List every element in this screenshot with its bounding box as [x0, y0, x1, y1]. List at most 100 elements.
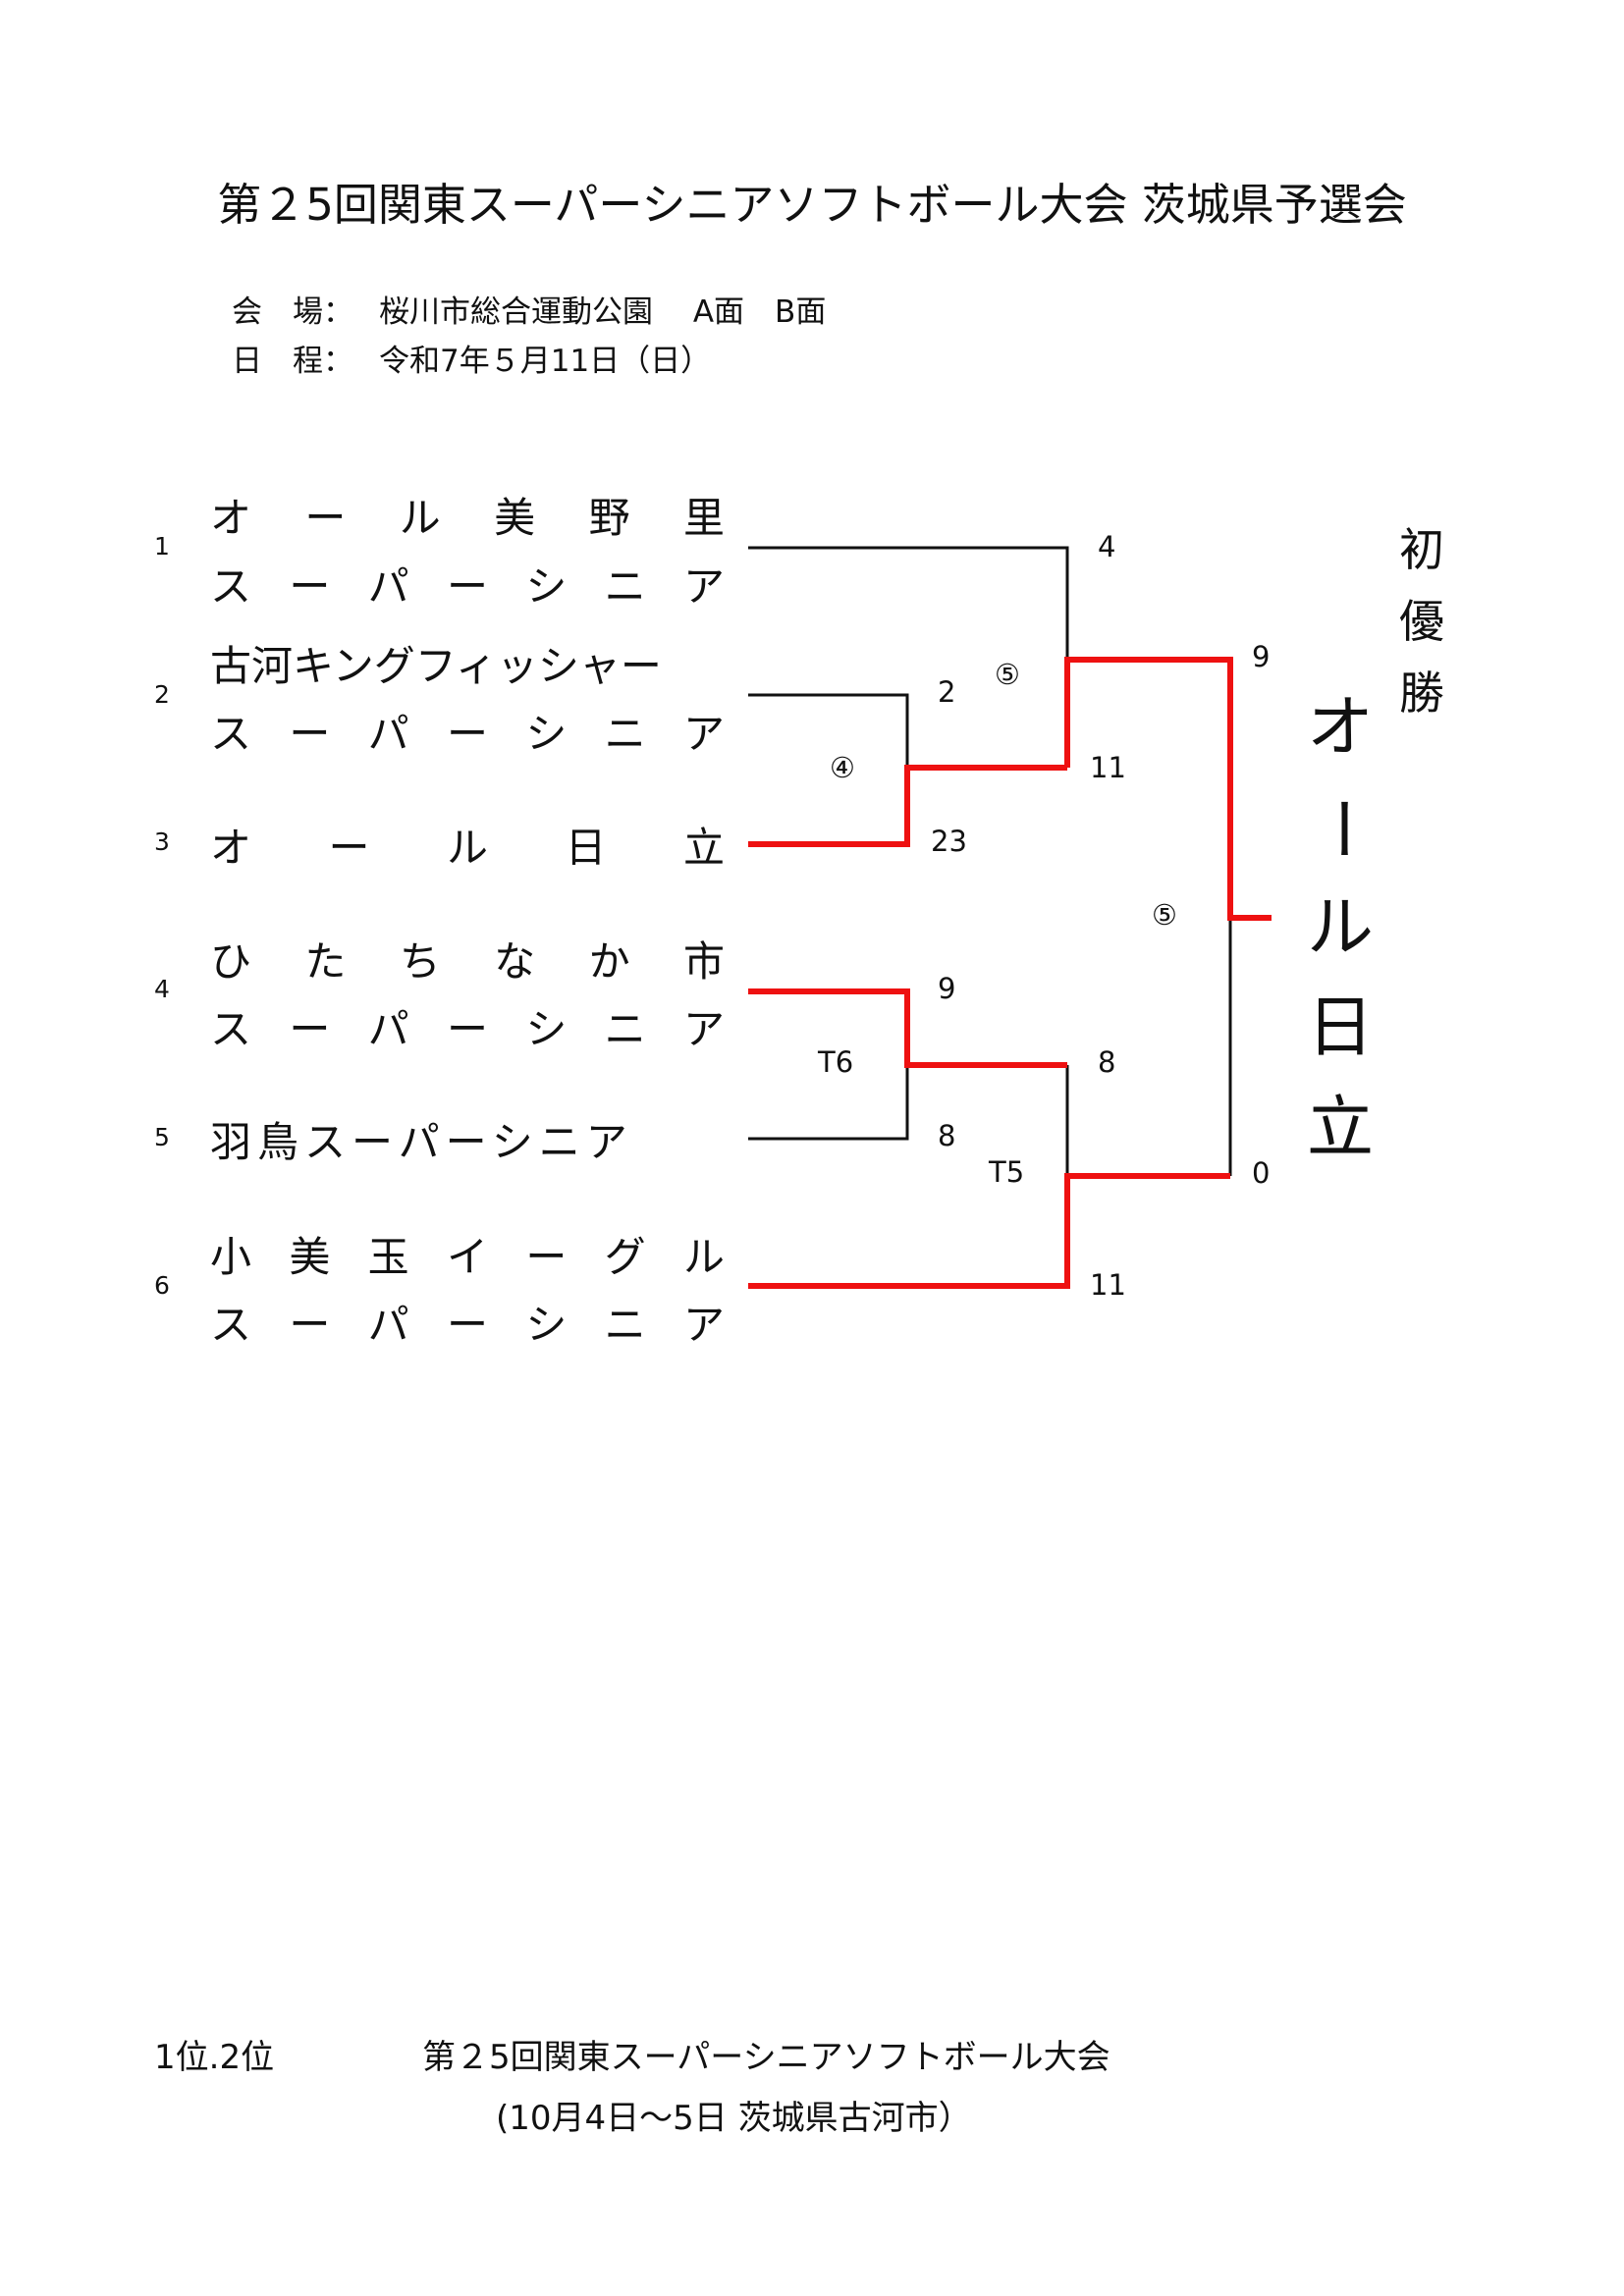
team-6-char: 玉 [367, 1233, 409, 1281]
win-sf-top [1064, 657, 1272, 921]
team-2-line2: ス ー パ ー シ ニ ア [210, 701, 725, 761]
champion-name-char: 立 [1306, 1090, 1374, 1167]
win-team4 [748, 988, 1067, 1068]
champion-label-char: 初 [1399, 523, 1444, 576]
team-6-char: 美 [289, 1233, 331, 1281]
team-1-char: 里 [682, 494, 725, 542]
field-mark-r1-bottom: T6 [818, 1045, 854, 1079]
footer-detail: (10月4日～5日 茨城県古河市） [496, 2099, 972, 2138]
team-4-char: た [304, 937, 347, 986]
seed-6: 6 [154, 1271, 170, 1300]
team-3-char: 日 [565, 824, 607, 872]
team-4-char: シ [525, 1005, 568, 1053]
team-6-char: 小 [210, 1233, 252, 1281]
team-3-line1: オ ー ル 日 立 [210, 815, 725, 875]
team-6-char: グ [604, 1233, 646, 1281]
page-title: 第２5回関東スーパーシニアソフトボール大会 茨城県予選会 [217, 179, 1407, 231]
team-3-char: 立 [682, 824, 725, 872]
team-6-char: ル [682, 1233, 725, 1281]
schedule-value: 令和7年５月11日（日） [379, 344, 712, 379]
team-4-char: ス [210, 1005, 252, 1053]
team-6-line2: ス ー パ ー シ ニ ア [210, 1292, 725, 1352]
champion-name-char: 日 [1306, 989, 1374, 1067]
team-2-char: ー [446, 710, 488, 758]
team-2-char: ス [210, 710, 252, 758]
team-6-char: パ [367, 1301, 409, 1349]
team-6-char: イ [446, 1233, 488, 1281]
champion-label-char: 勝 [1399, 667, 1444, 720]
score-team3: 23 [931, 825, 967, 858]
score-team2: 2 [938, 675, 956, 709]
team-1-char: ー [289, 562, 331, 611]
team-1-char: ー [446, 562, 488, 611]
seed-1: 1 [154, 532, 170, 561]
team-3-char: ル [446, 824, 488, 872]
seed-2: 2 [154, 680, 170, 709]
team-1-char: ア [682, 562, 725, 611]
team-5-name: 羽鳥スーパーシニア [210, 1118, 633, 1166]
schedule-label: 日 程： [232, 344, 353, 379]
score-team5: 8 [938, 1119, 956, 1152]
team-6-char: ー [446, 1301, 488, 1349]
score-final-bottom: 0 [1252, 1156, 1271, 1190]
bracket-lines-normal [748, 546, 1232, 1176]
venue-label: 会 場： [232, 294, 353, 330]
team-3-char: ー [328, 824, 370, 872]
team-1-char: ー [304, 494, 347, 542]
field-mark-sf-top: ⑤ [995, 658, 1020, 691]
champion-label-char: 優 [1399, 595, 1444, 648]
team-2-char: パ [367, 710, 409, 758]
champion-name-char: ー [1302, 794, 1380, 862]
team-4-char: 市 [682, 937, 725, 986]
team-1-line2: ス ー パ ー シ ニ ア [210, 554, 725, 614]
team-4-char: ー [446, 1005, 488, 1053]
seed-4: 4 [154, 975, 170, 1003]
team-1-char: 野 [588, 494, 630, 542]
team-6-char: ー [289, 1301, 331, 1349]
score-team4: 9 [938, 972, 956, 1005]
team-4-char: ー [289, 1005, 331, 1053]
team-4-char: ち [399, 937, 441, 986]
team-1-char: オ [210, 494, 252, 542]
team-6-char: シ [525, 1301, 568, 1349]
score-final-top: 9 [1252, 640, 1271, 673]
team-6-char: ニ [604, 1301, 646, 1349]
team-6-char: ス [210, 1301, 252, 1349]
team-4-char: な [494, 937, 536, 986]
team-6-line1: 小 美 玉 イ ー グ ル [210, 1224, 725, 1284]
team-1-char: パ [367, 562, 409, 611]
seed-5: 5 [154, 1123, 170, 1151]
line-team5 [748, 1065, 909, 1141]
team-2-char: シ [525, 710, 568, 758]
team-2-line1: 古河キングフィッシャー [210, 633, 725, 693]
line-team2 [748, 693, 909, 768]
field-mark-sf-bottom: T5 [989, 1155, 1025, 1189]
team-4-line1: ひ た ち な か 市 [210, 929, 725, 988]
venue-value: 桜川市総合運動公園 A面 B面 [379, 294, 827, 330]
team-6-char: ー [525, 1233, 568, 1281]
champion-name-char: オ [1306, 689, 1374, 767]
team-1-line1: オ ー ル 美 野 里 [210, 485, 725, 545]
team-2-name: 古河キングフィッシャー [210, 642, 662, 690]
score-sf-bottom-winner: 8 [1098, 1045, 1116, 1079]
score-sf-team6: 11 [1090, 1268, 1126, 1302]
team-1-char: ス [210, 562, 252, 611]
footer-rank: 1位.2位 [154, 2038, 275, 2077]
team-4-char: パ [367, 1005, 409, 1053]
team-6-char: ア [682, 1301, 725, 1349]
footer-event: 第２5回関東スーパーシニアソフトボール大会 [422, 2038, 1110, 2077]
team-1-char: シ [525, 562, 568, 611]
seed-3: 3 [154, 828, 170, 856]
team-2-char: ア [682, 710, 725, 758]
team-5-line1: 羽鳥スーパーシニア [210, 1109, 725, 1169]
bracket-lines-winner [748, 657, 1272, 1289]
champion-name-char: ル [1306, 889, 1374, 967]
team-4-line2: ス ー パ ー シ ニ ア [210, 996, 725, 1056]
team-4-char: ニ [604, 1005, 646, 1053]
team-1-char: ニ [604, 562, 646, 611]
score-sf-top-winner: 11 [1090, 751, 1126, 784]
team-4-char: か [588, 937, 630, 986]
field-mark-final: ⑤ [1152, 898, 1177, 932]
team-3-char: オ [210, 824, 252, 872]
